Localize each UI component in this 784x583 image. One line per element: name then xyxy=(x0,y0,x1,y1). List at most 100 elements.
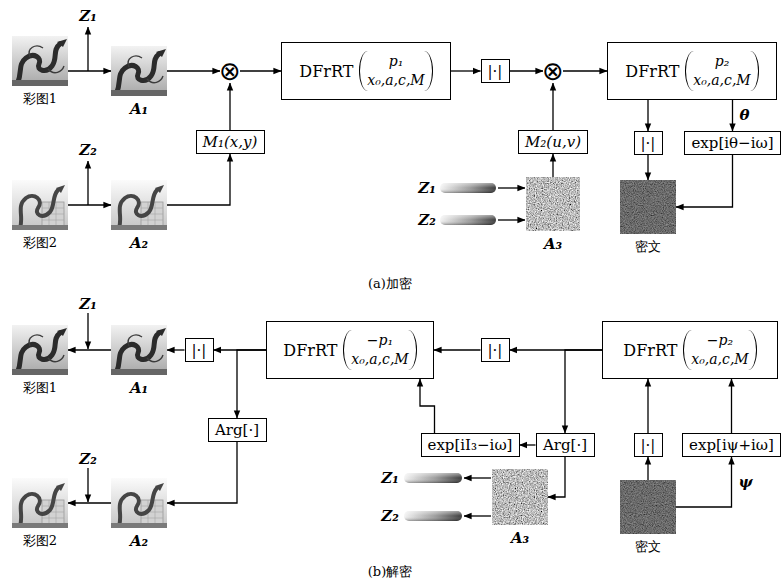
signal-arrow xyxy=(647,379,648,433)
signal-arrow xyxy=(731,379,732,433)
gray-image xyxy=(111,478,167,528)
gray-image xyxy=(111,325,167,375)
operator-text: |·| xyxy=(641,436,656,454)
image-frame xyxy=(12,325,68,375)
operator-text: |·| xyxy=(488,62,503,80)
operator-text: exp[iψ+iω] xyxy=(689,436,774,454)
image-node: A₃ xyxy=(526,177,580,253)
transform-parameter: x₀,a,c,M xyxy=(351,350,408,369)
image-label: A₂ xyxy=(130,532,148,550)
color-image xyxy=(12,478,68,528)
operator-box: |·| xyxy=(185,338,214,362)
signal-arrow xyxy=(552,154,553,177)
operator-text: |·| xyxy=(192,341,207,359)
transform-parameter: x₀,a,c,M xyxy=(367,71,424,90)
transform-name: DFrRT xyxy=(283,341,337,360)
signal-arrow xyxy=(434,349,481,350)
operator-text: Arg[·] xyxy=(215,421,260,439)
gray-image xyxy=(111,180,167,230)
transform-parameter: x₀,a,c,M xyxy=(691,350,748,369)
channel-arrow xyxy=(87,313,88,349)
channel-arrow xyxy=(498,187,525,188)
edge-label: ψ xyxy=(737,474,755,491)
channel-arrow xyxy=(87,27,88,71)
channel-bar-shade xyxy=(440,215,496,225)
signal-arrow xyxy=(68,349,111,350)
channel-bar-shade xyxy=(404,473,462,483)
channel-arrow xyxy=(87,161,88,205)
channel-label: Z₂ xyxy=(79,142,97,159)
operator-box: |·| xyxy=(481,59,510,83)
image-node: 彩图2 xyxy=(12,180,68,252)
channel-bar xyxy=(440,215,496,225)
operator-box: Arg[·] xyxy=(536,433,595,457)
signal-arrow xyxy=(647,100,648,131)
transform-name: DFrRT xyxy=(625,62,679,81)
image-label: 彩图1 xyxy=(23,379,57,397)
image-frame xyxy=(111,180,167,230)
channel-bar-shade xyxy=(440,183,496,193)
operator-box: exp[iI₃−iω] xyxy=(421,433,520,457)
operator-box: M₁(x,y) xyxy=(196,130,265,154)
signal-arrow xyxy=(240,70,281,71)
image-node: A₂ xyxy=(111,180,167,252)
edge-label: θ xyxy=(738,107,752,124)
parameter-brackets: p₁x₀,a,c,M xyxy=(359,51,432,91)
signal-arrow xyxy=(68,502,111,503)
parameter-brackets: −p₁x₀,a,c,M xyxy=(343,330,416,370)
operator-box: M₂(u,v) xyxy=(518,130,588,154)
signal-arrow xyxy=(451,70,481,71)
multiply-node: ⊗ xyxy=(542,58,564,84)
transform-parameter: p₂ xyxy=(693,52,750,71)
signal-arrow xyxy=(167,349,185,350)
image-label: A₃ xyxy=(544,235,562,253)
signal-arrow xyxy=(676,457,732,507)
channel-label: Z₂ xyxy=(79,451,97,468)
operator-box: |·| xyxy=(481,338,510,362)
signal-arrow xyxy=(229,83,230,130)
channel-label: Z₁ xyxy=(418,180,436,197)
image-label: A₃ xyxy=(511,529,529,547)
parameter-brackets: p₂x₀,a,c,M xyxy=(685,51,758,91)
image-node: A₂ xyxy=(111,478,167,550)
signal-arrow xyxy=(647,457,648,480)
transform-parameter: x₀,a,c,M xyxy=(693,71,750,90)
transform-name: DFrRT xyxy=(623,341,677,360)
signal-arrow xyxy=(167,442,237,503)
image-frame xyxy=(111,325,167,375)
transform-box: DFrRT p₂x₀,a,c,M xyxy=(607,42,777,100)
color-image xyxy=(12,325,68,375)
image-frame xyxy=(620,480,676,534)
transform-parameter: −p₂ xyxy=(691,331,748,350)
image-node: 彩图1 xyxy=(12,325,68,397)
cipher-image xyxy=(620,180,676,234)
image-frame xyxy=(12,180,68,230)
image-label: 彩图1 xyxy=(23,90,57,108)
channel-label: Z₁ xyxy=(79,296,97,313)
transform-box: DFrRT −p₂x₀,a,c,M xyxy=(602,321,778,379)
channel-bar xyxy=(404,511,462,521)
channel-arrow xyxy=(87,468,88,502)
operator-text: exp[iθ−iω] xyxy=(691,134,774,152)
transform-box: DFrRT p₁x₀,a,c,M xyxy=(281,42,451,100)
channel-label: Z₁ xyxy=(381,470,399,487)
signal-arrow xyxy=(167,154,230,205)
transform-box: DFrRT −p₁x₀,a,c,M xyxy=(266,321,434,379)
operator-text: Arg[·] xyxy=(543,436,588,454)
transform-name: DFrRT xyxy=(299,62,353,81)
channel-arrow xyxy=(464,477,491,478)
operator-text: M₂(u,v) xyxy=(525,133,581,151)
signal-arrow xyxy=(548,457,565,497)
image-label: A₁ xyxy=(130,100,148,118)
multiply-node: ⊗ xyxy=(219,58,241,84)
signal-arrow xyxy=(676,155,733,207)
operator-text: |·| xyxy=(641,134,656,152)
signal-arrow xyxy=(510,70,544,71)
operator-text: exp[iI₃−iω] xyxy=(428,436,513,454)
transform-parameter: p₁ xyxy=(367,52,424,71)
image-label: 密文 xyxy=(635,538,661,556)
signal-arrow xyxy=(420,379,435,433)
operator-box: |·| xyxy=(634,433,663,457)
image-label: 密文 xyxy=(635,238,661,256)
sub-caption: (b)解密 xyxy=(368,565,412,579)
